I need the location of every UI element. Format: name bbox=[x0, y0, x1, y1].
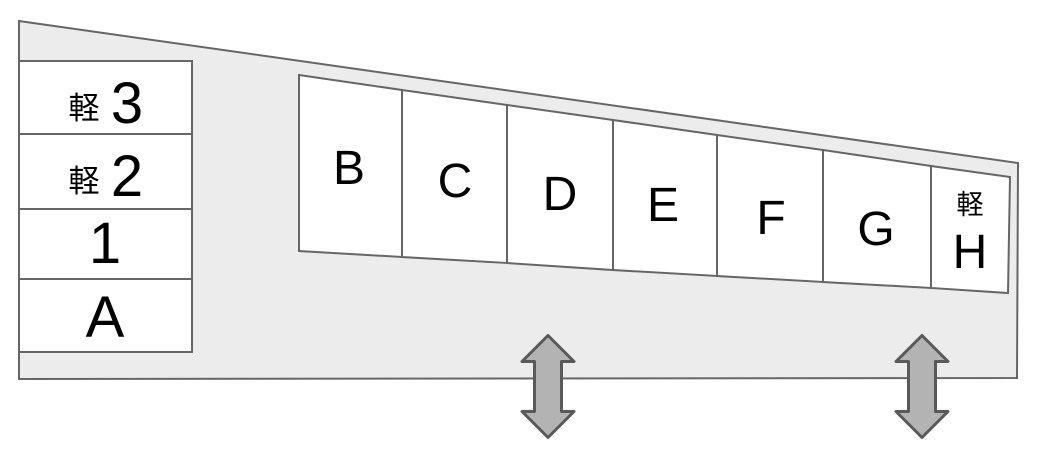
parking-space-F: F bbox=[716, 133, 824, 284]
space-label: D bbox=[543, 168, 578, 221]
parking-space-kei2: 軽 2 bbox=[18, 133, 193, 210]
space-tag-label: 軽 bbox=[69, 164, 100, 199]
parking-space-D: D bbox=[506, 103, 614, 272]
parking-space-A: A bbox=[18, 278, 193, 353]
space-label: G bbox=[857, 203, 894, 256]
space-cell bbox=[18, 133, 193, 210]
entrance-markers bbox=[520, 334, 950, 439]
parking-space-kei3: 軽 3 bbox=[18, 60, 193, 136]
space-label: 3 bbox=[111, 71, 143, 136]
space-cell bbox=[18, 278, 193, 353]
space-tag-label: 軽 bbox=[957, 190, 984, 220]
space-label: H bbox=[953, 226, 988, 279]
space-label: 2 bbox=[111, 144, 143, 209]
up-down-arrow-icon bbox=[520, 334, 576, 439]
space-label: F bbox=[756, 192, 785, 245]
parking-space-1: 1 bbox=[18, 208, 193, 280]
space-label: B bbox=[333, 142, 365, 195]
space-label: A bbox=[86, 285, 125, 350]
space-cell bbox=[18, 208, 193, 280]
parking-space-B: B bbox=[298, 73, 403, 259]
left-parking-column: 軽 3 軽 2 1 A bbox=[18, 60, 193, 353]
space-cell bbox=[930, 164, 1012, 295]
space-label: 1 bbox=[89, 211, 121, 276]
parking-space-C: C bbox=[401, 88, 508, 265]
up-down-arrow-icon bbox=[894, 334, 950, 439]
space-label: E bbox=[647, 179, 679, 232]
space-tag-label: 軽 bbox=[69, 91, 100, 126]
top-parking-row: B C D E F G 軽 bbox=[298, 73, 1012, 295]
parking-space-G: G bbox=[822, 148, 932, 290]
space-cell bbox=[18, 60, 193, 135]
space-label: C bbox=[438, 155, 473, 208]
parking-space-E: E bbox=[612, 118, 718, 278]
parking-space-keiH: 軽 H bbox=[930, 164, 1012, 295]
